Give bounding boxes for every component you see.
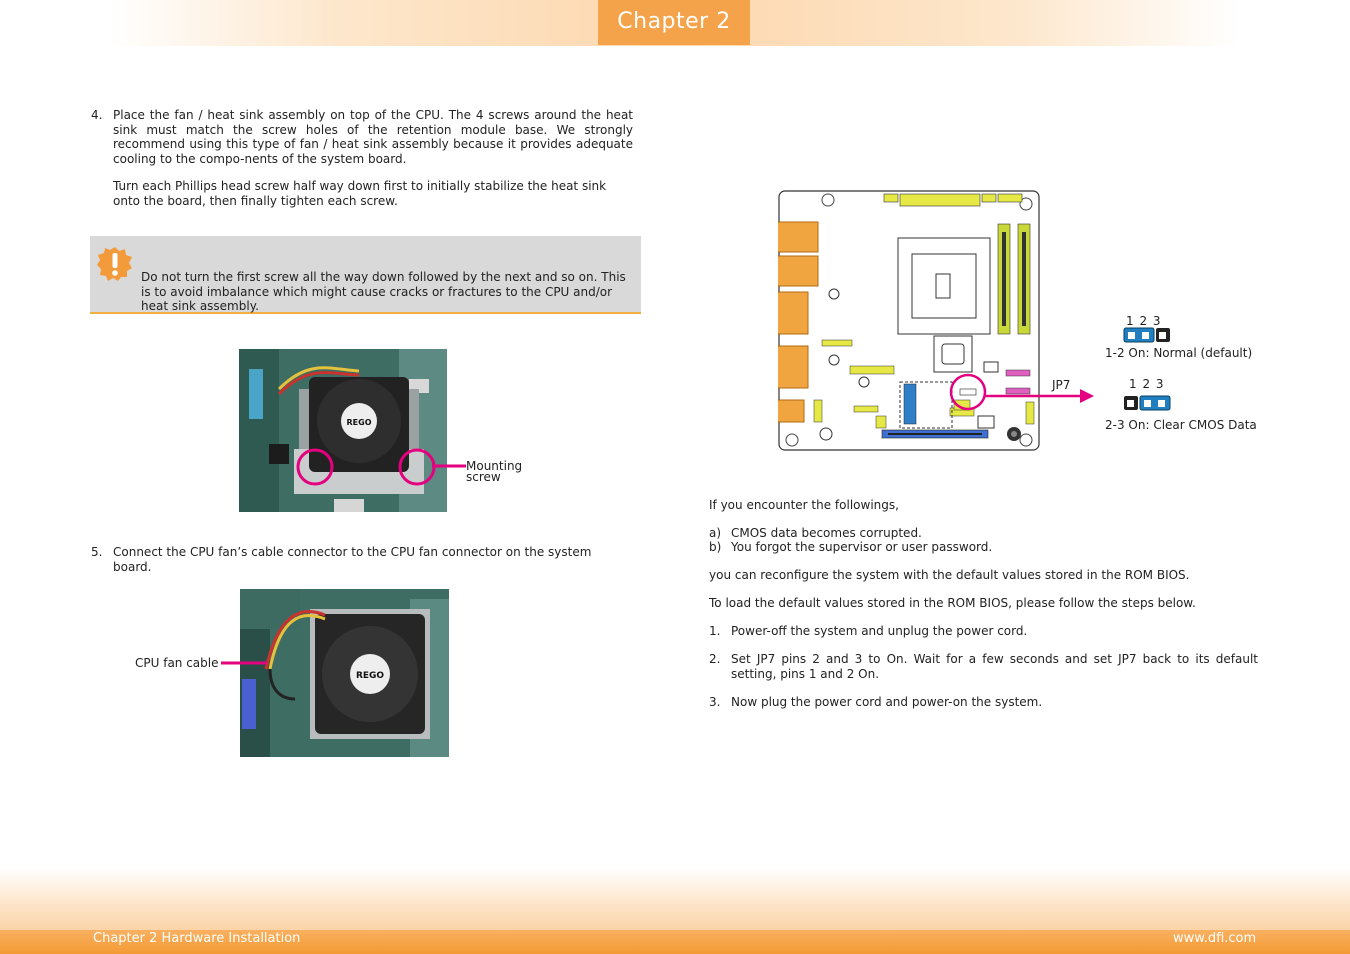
mounting-label-line1: Mounting [466,459,523,473]
step-2-number: 2. [709,652,721,666]
step-4-number: 4. [91,108,103,122]
jp7-arrow [984,389,1094,403]
note-text: Do not turn the first screw all the way … [141,270,626,313]
footer-band [0,868,1350,930]
item-b-text: You forgot the supervisor or user passwo… [731,540,993,554]
step-3-text: Now plug the power cord and power-on the… [731,695,1043,709]
step-5-text: Connect the CPU fan’s cable connector to… [113,545,592,574]
fan-brand-label-2: REGO [356,671,384,681]
mounting-label-line2: screw [466,470,501,484]
fan-brand-label: REGO [347,418,372,427]
jumper-2-3-on-diagram [1124,395,1171,411]
jp7-label: JP7 [1052,378,1071,392]
jumper-1-2-on-diagram [1123,327,1170,343]
footer-website-link[interactable]: www.dfi.com [1173,931,1257,946]
step-3-number: 3. [709,695,721,709]
reconfigure-text: you can reconfigure the system with the … [709,568,1190,582]
cpu-fan-cable-label: CPU fan cable [135,656,219,670]
step-4-text2: Turn each Phillips head screw half way d… [113,179,607,208]
step-1-number: 1. [709,624,721,638]
item-a-text: CMOS data becomes corrupted. [731,526,922,540]
step-1-text: Power-off the system and unplug the powe… [731,624,1028,638]
heatsink-photo: REGO [239,349,447,512]
step-4-text: Place the fan / heat sink assembly on to… [113,108,633,166]
motherboard-diagram [778,190,1040,451]
jumper-pins-label-1: 1 2 3 [1126,314,1162,328]
mounting-screw-pointer [432,464,466,468]
footer-bar [0,930,1350,954]
item-a-label: a) [709,526,722,540]
jumper-setting-2: 2-3 On: Clear CMOS Data [1105,418,1257,432]
caution-note: Do not turn the first screw all the way … [90,236,641,314]
item-b-label: b) [709,540,722,554]
load-defaults-text: To load the default values stored in the… [709,596,1196,610]
warning-icon [97,247,132,281]
chapter-tab: Chapter 2 [598,0,750,45]
footer-chapter-title: Chapter 2 Hardware Installation [93,931,301,946]
jumper-setting-1: 1-2 On: Normal (default) [1105,346,1253,360]
jumper-pins-label-2: 1 2 3 [1129,377,1165,391]
intro-text: If you encounter the followings, [709,498,899,512]
fan-cable-photo: REGO [240,589,449,757]
cpu-fan-cable-pointer [221,661,267,665]
step-2-text: Set JP7 pins 2 and 3 to On. Wait for a f… [731,652,1258,681]
step-5-number: 5. [91,545,103,559]
